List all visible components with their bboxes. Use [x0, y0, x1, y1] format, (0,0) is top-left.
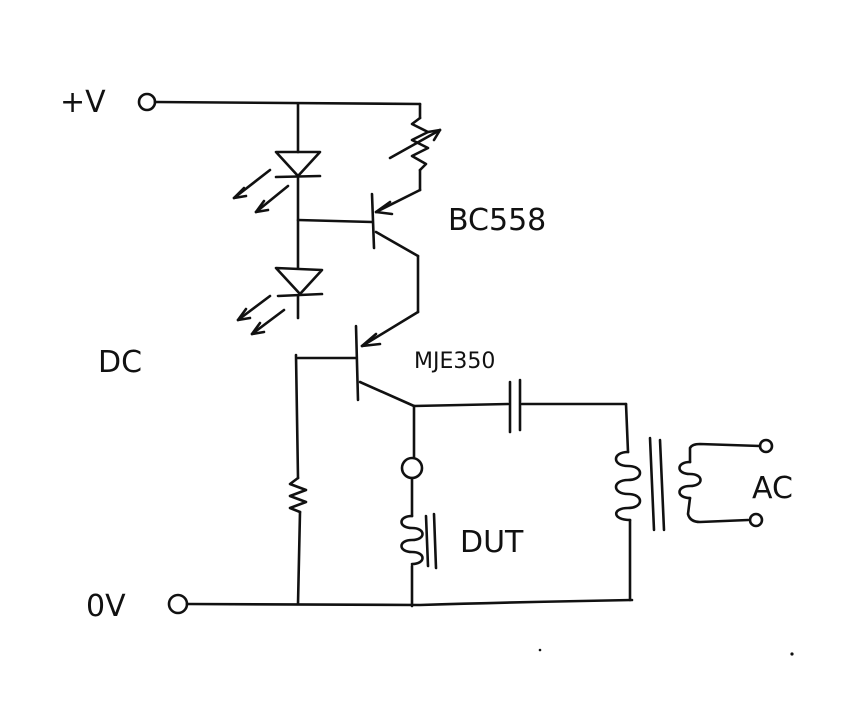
output-coupling	[412, 378, 630, 454]
dut-branch	[400, 404, 438, 608]
label-plus-v: +V	[60, 85, 106, 120]
ink-speck	[790, 652, 794, 656]
led-top	[232, 150, 322, 214]
transistor-bc558	[296, 188, 422, 314]
transformer	[614, 436, 774, 602]
zero-rail	[167, 593, 634, 615]
transformer-secondary-coil	[678, 460, 702, 500]
led-bottom	[236, 266, 324, 336]
dut-test-point	[400, 456, 424, 480]
positive-rail	[137, 92, 422, 112]
dut-inductor-coil	[400, 514, 424, 566]
label-zero-v: 0V	[86, 589, 126, 624]
variable-resistor	[388, 102, 442, 192]
terminal-plus-v	[137, 92, 157, 112]
resistor-bias	[288, 476, 308, 514]
label-bc558: BC558	[448, 203, 546, 238]
transistor-mje350	[296, 310, 420, 408]
terminal-ac-top	[758, 438, 774, 454]
label-mje350: MJE350	[414, 349, 495, 374]
label-dut: DUT	[460, 525, 524, 560]
transformer-primary-coil	[614, 450, 642, 522]
ink-speck	[538, 648, 542, 652]
label-ac: AC	[752, 471, 793, 506]
label-dc: DC	[98, 345, 142, 380]
left-branch	[232, 102, 324, 606]
terminal-zero-v	[167, 593, 189, 615]
terminal-ac-bottom	[748, 512, 764, 528]
